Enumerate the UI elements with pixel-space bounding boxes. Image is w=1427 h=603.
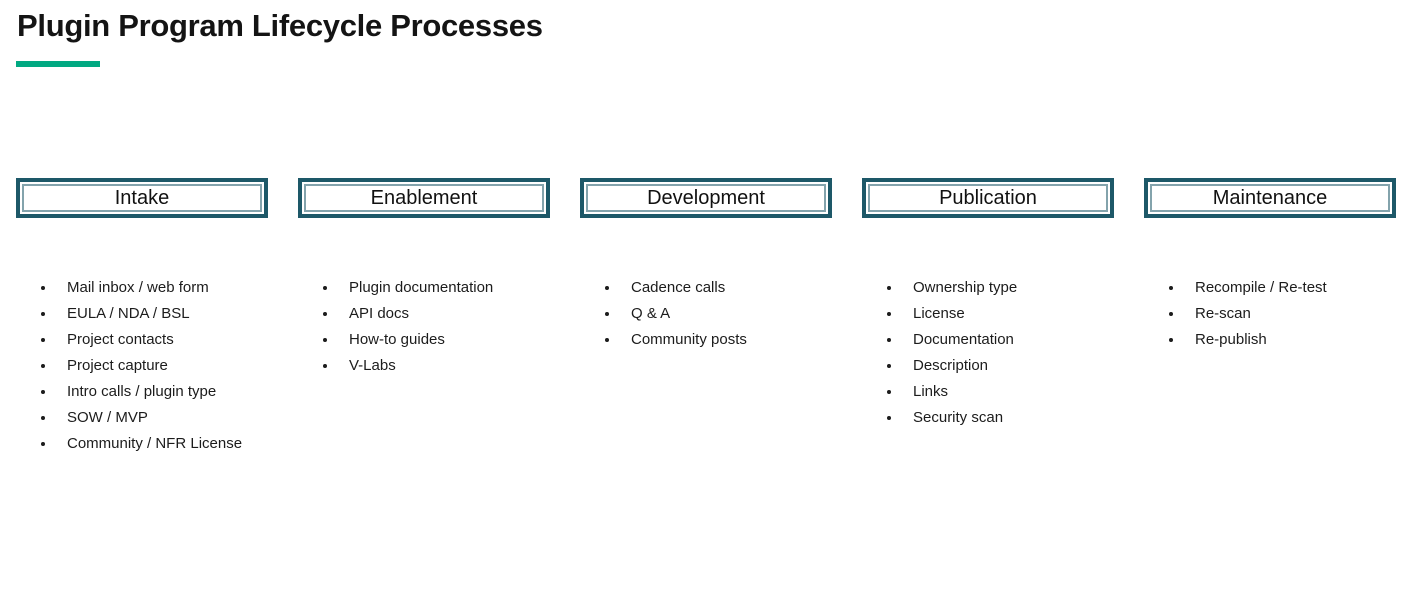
stage-header-box: Development	[580, 178, 832, 218]
list-item: API docs	[322, 301, 550, 327]
list-item: Ownership type	[886, 275, 1114, 301]
title-underline	[16, 61, 100, 67]
stage-header-box: Intake	[16, 178, 268, 218]
stage-header-box: Enablement	[298, 178, 550, 218]
list-item: EULA / NDA / BSL	[40, 301, 268, 327]
stage-header-box: Publication	[862, 178, 1114, 218]
stage-header-box-inner: Publication	[868, 184, 1108, 212]
list-item: Community / NFR License	[40, 431, 268, 457]
list-item: Links	[886, 379, 1114, 405]
list-item: Community posts	[604, 327, 832, 353]
list-item: License	[886, 301, 1114, 327]
list-item: Cadence calls	[604, 275, 832, 301]
stage-label: Development	[647, 186, 765, 209]
list-item: Plugin documentation	[322, 275, 550, 301]
stage-label: Intake	[114, 186, 170, 209]
stage-header-box-inner: Development	[586, 184, 826, 212]
list-item: V-Labs	[322, 353, 550, 379]
stage-header-box-inner: Enablement	[304, 184, 544, 212]
list-item: SOW / MVP	[40, 405, 268, 431]
stage-header-box-inner: Intake	[22, 184, 262, 212]
stage-label: Maintenance	[1212, 186, 1328, 209]
stage-header-box-inner: Maintenance	[1150, 184, 1390, 212]
list-item: Description	[886, 353, 1114, 379]
list-item: Security scan	[886, 405, 1114, 431]
list-item: Re-publish	[1168, 327, 1396, 353]
list-item: Recompile / Re-test	[1168, 275, 1396, 301]
list-item: How-to guides	[322, 327, 550, 353]
list-item: Intro calls / plugin type	[40, 379, 268, 405]
stage-label: Enablement	[370, 186, 478, 209]
stage-header-box: Maintenance	[1144, 178, 1396, 218]
list-item: Project contacts	[40, 327, 268, 353]
list-item: Q & A	[604, 301, 832, 327]
page-title: Plugin Program Lifecycle Processes	[17, 8, 543, 43]
list-item: Documentation	[886, 327, 1114, 353]
list-item: Re-scan	[1168, 301, 1396, 327]
list-item: Mail inbox / web form	[40, 275, 268, 301]
list-item: Project capture	[40, 353, 268, 379]
stage-label: Publication	[939, 186, 1037, 209]
